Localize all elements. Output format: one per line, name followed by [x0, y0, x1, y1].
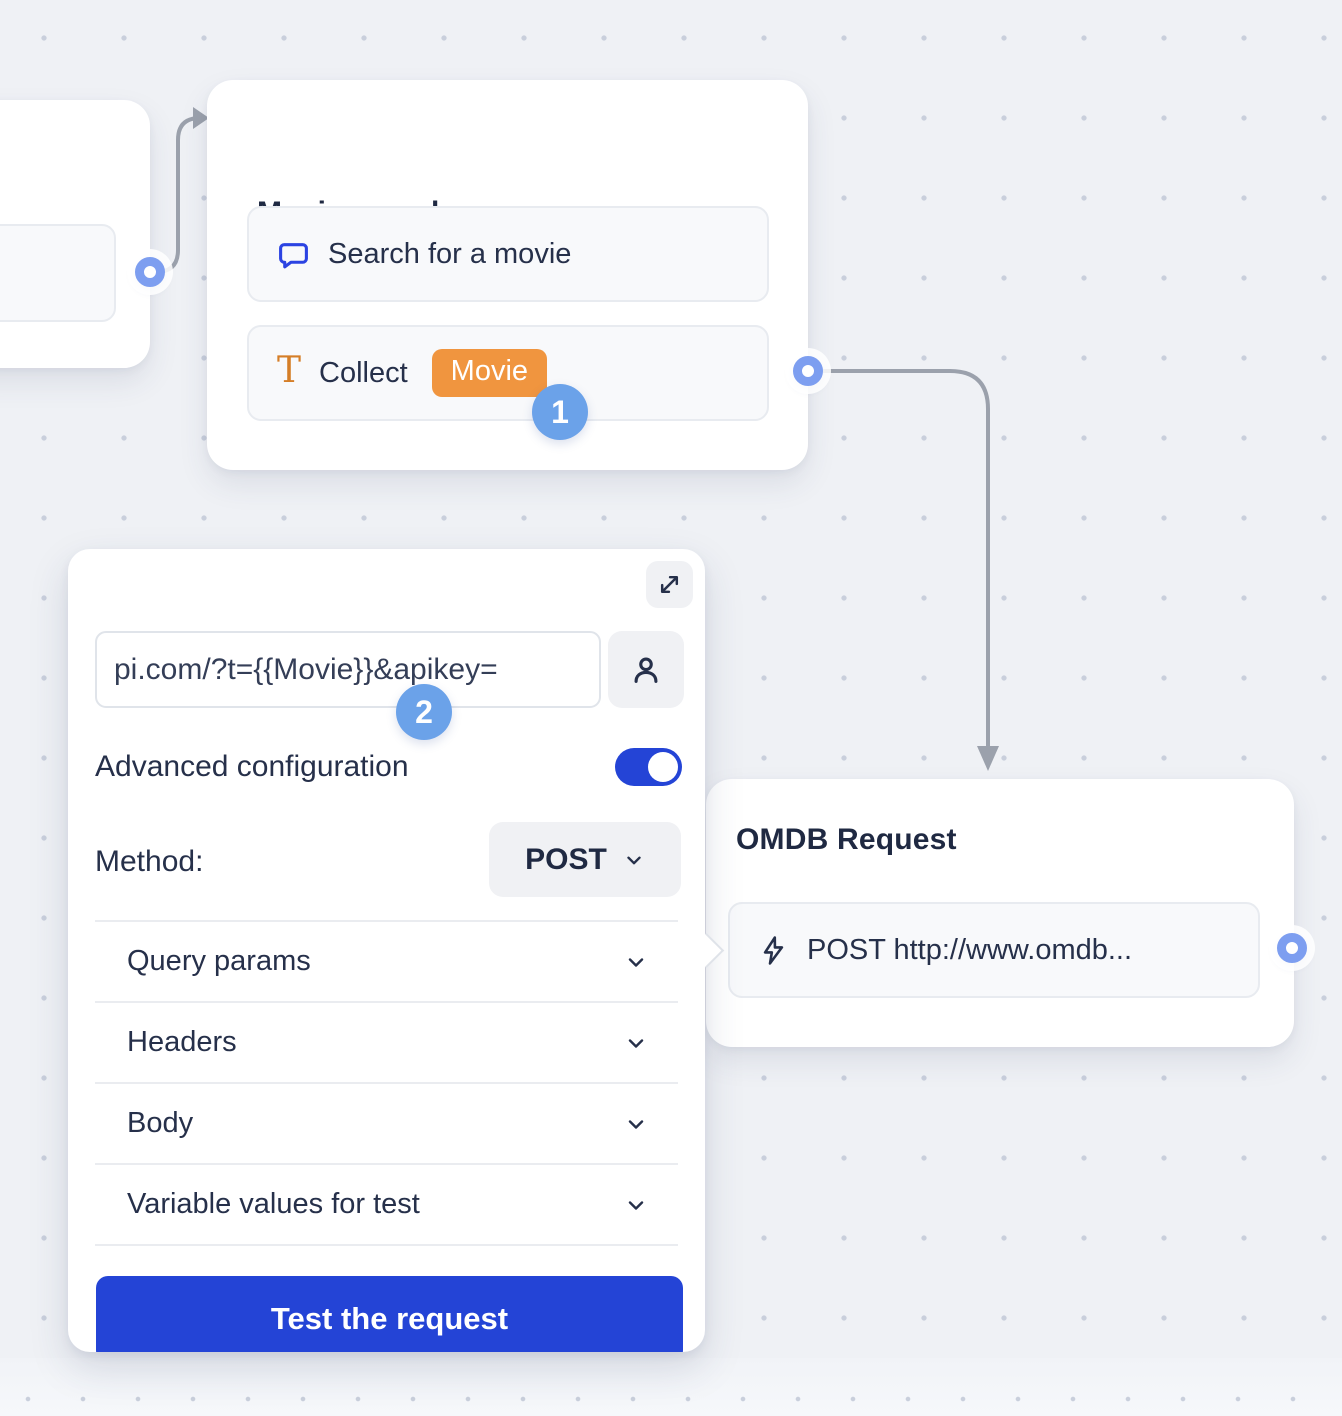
divider: [95, 1082, 678, 1084]
output-port[interactable]: [793, 356, 823, 386]
output-port[interactable]: [135, 257, 165, 287]
person-icon: [629, 653, 663, 687]
section-label: Query params: [127, 945, 311, 977]
section-label: Body: [127, 1107, 194, 1139]
canvas-bottom-strip: [0, 1358, 1342, 1416]
divider: [95, 1163, 678, 1165]
section-query-params[interactable]: Query params: [95, 922, 678, 1001]
request-url-input[interactable]: [95, 631, 601, 708]
request-config-panel: Advanced configuration Method: POST Quer…: [68, 549, 705, 1352]
chevron-down-icon: [624, 1031, 648, 1055]
item-label: Collect: [319, 356, 408, 389]
section-variable-values[interactable]: Variable values for test: [95, 1165, 678, 1244]
test-request-button[interactable]: Test the request: [96, 1276, 683, 1352]
chat-bubble-icon: [277, 238, 310, 271]
expand-icon: [656, 571, 683, 598]
step-badge-2: 2: [396, 684, 452, 740]
section-body[interactable]: Body: [95, 1084, 678, 1163]
question-text-item[interactable]: Search for a movie: [247, 206, 769, 302]
chevron-down-icon: [623, 849, 645, 871]
node-title: OMDB Request: [736, 823, 957, 856]
step-badge-1: 1: [532, 384, 588, 440]
divider: [95, 1244, 678, 1246]
partial-node[interactable]: [0, 100, 150, 368]
partial-node-item[interactable]: [0, 224, 116, 322]
expand-button[interactable]: [646, 561, 693, 608]
chevron-down-icon: [624, 950, 648, 974]
advanced-configuration-toggle[interactable]: [615, 748, 682, 786]
method-dropdown[interactable]: POST: [489, 822, 681, 897]
advanced-configuration-label: Advanced configuration: [95, 750, 409, 783]
lightning-icon: [758, 935, 789, 966]
insert-variable-button[interactable]: [608, 631, 684, 708]
section-headers[interactable]: Headers: [95, 1003, 678, 1082]
omdb-request-node[interactable]: OMDB Request POST http://www.omdb...: [706, 779, 1294, 1047]
item-label: POST http://www.omdb...: [807, 933, 1133, 966]
method-value: POST: [525, 842, 607, 876]
collect-variable-item[interactable]: T Collect Movie: [247, 325, 769, 421]
method-label: Method:: [95, 845, 204, 878]
chevron-down-icon: [624, 1193, 648, 1217]
divider: [95, 1001, 678, 1003]
item-label: Search for a movie: [328, 237, 572, 270]
chevron-down-icon: [624, 1112, 648, 1136]
section-label: Variable values for test: [127, 1188, 420, 1220]
output-port[interactable]: [1277, 933, 1307, 963]
toggle-knob: [648, 752, 678, 782]
divider: [95, 920, 678, 922]
section-label: Headers: [127, 1026, 237, 1058]
variable-chip: Movie: [431, 349, 548, 397]
text-input-icon: T: [277, 350, 302, 391]
movie-search-node[interactable]: Movie search Search for a movie T Collec…: [207, 80, 808, 470]
webhook-item[interactable]: POST http://www.omdb...: [728, 902, 1260, 998]
